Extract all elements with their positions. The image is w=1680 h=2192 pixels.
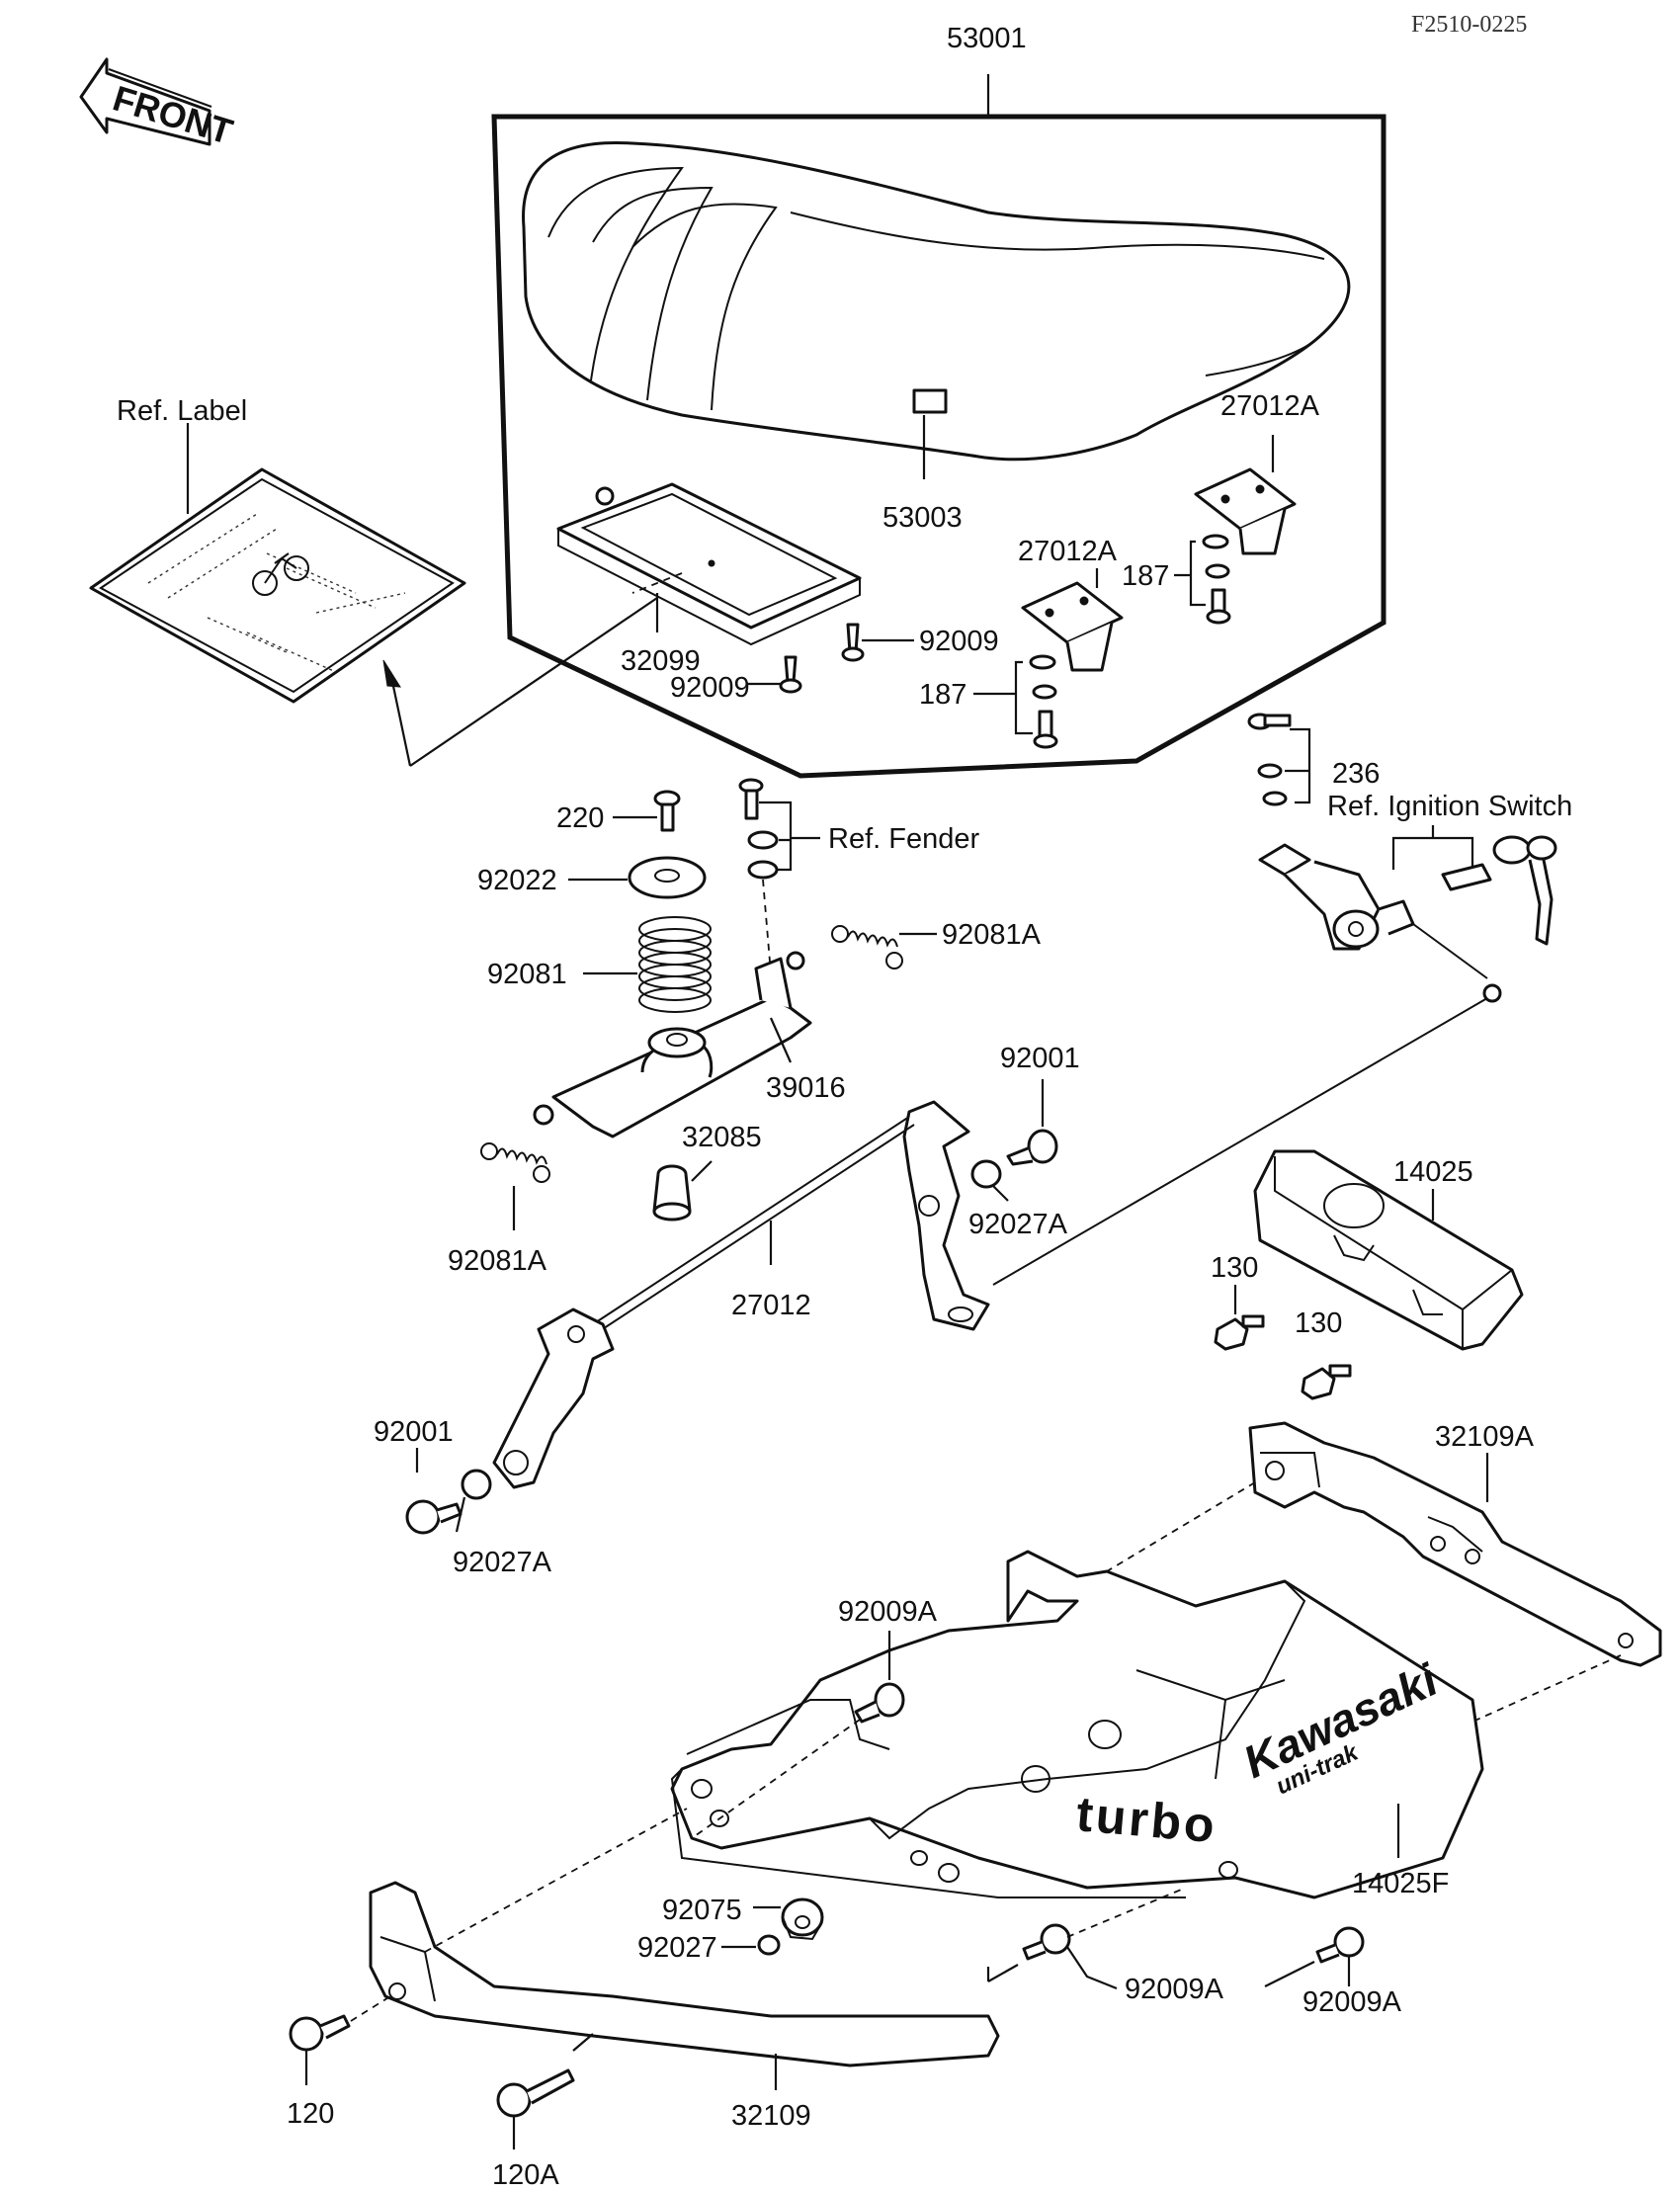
- seat: [522, 140, 1351, 462]
- bolt-92009a-upper: [854, 1682, 905, 1724]
- ignition-switch: [1258, 843, 1502, 1003]
- part-label-236: 236: [1332, 758, 1380, 790]
- spring-92081: [638, 916, 712, 1013]
- part-label-27012: 27012: [731, 1290, 811, 1321]
- part-label-92027a-upper: 92027A: [968, 1209, 1068, 1240]
- part-label-92009a-upper: 92009A: [838, 1596, 938, 1628]
- tail-cover: Kawasaki uni-trak turbo: [670, 1550, 1484, 1899]
- bolt-92009a-right: [1315, 1926, 1365, 1964]
- part-label-92027a-lower: 92027A: [453, 1547, 552, 1578]
- part-label-92022: 92022: [477, 865, 557, 896]
- fender-bolt-stack: [738, 778, 779, 974]
- part-label-53001: 53001: [947, 23, 1027, 54]
- seat-bracket-27012a-right: [1194, 467, 1297, 555]
- motorcycle-icon: [252, 552, 309, 596]
- seat-lock-lever: [492, 1100, 990, 1489]
- part-label-130-a: 130: [1211, 1252, 1258, 1284]
- hardware-187-right: [1202, 534, 1231, 625]
- collar-92027a-lower: [461, 1469, 492, 1500]
- front-label: FRONT: [109, 77, 238, 151]
- bolt-130-a: [1214, 1314, 1265, 1351]
- part-label-14025f: 14025F: [1352, 1868, 1449, 1899]
- part-label-32085: 32085: [682, 1122, 762, 1153]
- ref-label-caption: Ref. Label: [117, 395, 247, 427]
- ref-ignition-switch-caption: Ref. Ignition Switch: [1327, 791, 1572, 822]
- screw-92009-b: [779, 655, 802, 694]
- part-label-92027: 92027: [637, 1932, 717, 1964]
- hardware-187-center: [1029, 654, 1058, 749]
- bolt-120: [289, 2014, 351, 2052]
- part-label-14025: 14025: [1393, 1156, 1473, 1188]
- collar-92027a-upper: [970, 1159, 1002, 1189]
- keys-icon: [1441, 835, 1557, 946]
- part-label-27012a-right: 27012A: [1220, 390, 1320, 422]
- part-label-187-right: 187: [1122, 560, 1169, 592]
- seat-bracket-27012a-center: [1021, 581, 1124, 672]
- part-label-92075: 92075: [662, 1895, 742, 1926]
- spring-92081a-lower: [480, 1142, 550, 1183]
- collar-32085: [652, 1164, 692, 1222]
- bolt-92001-lower: [405, 1499, 462, 1535]
- collar-92027: [757, 1934, 781, 1956]
- seat-assembly-box: 53001: [491, 23, 1386, 779]
- document-code: F2510-0225: [1411, 12, 1527, 38]
- front-direction-arrow-icon: FRONT: [79, 57, 238, 152]
- bolt-130-b: [1301, 1364, 1352, 1400]
- grab-rail-right: [1248, 1421, 1662, 1667]
- part-label-92009a-middle: 92009A: [1125, 1974, 1224, 2005]
- part-label-39016: 39016: [766, 1072, 846, 1104]
- part-label-92001-upper: 92001: [1000, 1043, 1080, 1074]
- ignition-cover: [1253, 1149, 1524, 1351]
- spring-92081a-upper: [831, 925, 903, 970]
- bolt-120a: [496, 2068, 575, 2118]
- part-label-32109: 32109: [731, 2100, 811, 2132]
- part-label-53003: 53003: [882, 502, 963, 534]
- bolt-92001-upper: [1006, 1129, 1058, 1166]
- storage-tray: [556, 482, 862, 646]
- part-label-120: 120: [287, 2098, 334, 2130]
- part-label-92009a-right: 92009A: [1302, 1986, 1402, 2018]
- part-label-92081: 92081: [487, 959, 567, 990]
- part-label-92009-b: 92009: [670, 672, 750, 704]
- bolt-220: [653, 790, 681, 832]
- part-label-32109a: 32109A: [1435, 1421, 1535, 1453]
- turbo-logo-text: turbo: [1074, 1786, 1219, 1853]
- grommet-92075: [781, 1897, 824, 1941]
- washer-92022: [628, 856, 707, 899]
- hardware-236: [1247, 713, 1292, 806]
- screw-92009-a: [841, 623, 865, 662]
- pointer-arrow-icon: [382, 659, 401, 688]
- part-label-27012a-center: 27012A: [1018, 536, 1118, 567]
- seat-lock-bracket: [533, 951, 812, 1138]
- part-label-92001-lower: 92001: [374, 1416, 454, 1448]
- bolt-92009a-middle: [1022, 1923, 1071, 1961]
- part-label-130-b: 130: [1295, 1307, 1342, 1339]
- part-label-92081a-lower: 92081A: [448, 1245, 547, 1277]
- part-label-92081a-upper: 92081A: [942, 919, 1042, 951]
- reference-label-sheet: [89, 467, 466, 704]
- part-label-32099: 32099: [621, 645, 701, 677]
- part-label-187-center: 187: [919, 679, 966, 711]
- part-label-120a: 120A: [492, 2159, 559, 2191]
- part-label-220: 220: [556, 802, 604, 834]
- part-label-92009-a: 92009: [919, 626, 999, 657]
- ref-fender-caption: Ref. Fender: [828, 823, 979, 855]
